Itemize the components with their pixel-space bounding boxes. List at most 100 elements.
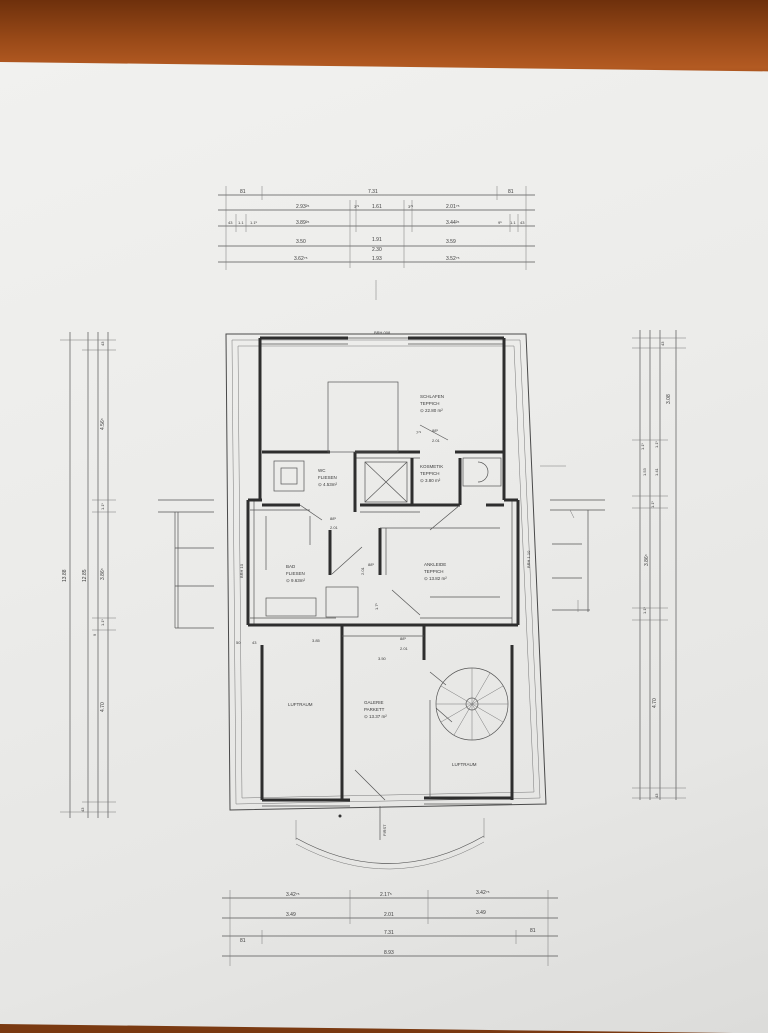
room-galerie-name: GALERIE (364, 700, 384, 705)
dim-top-r4-b: 1.91 (372, 237, 382, 243)
room-bad-floor: FLIESEN (286, 571, 305, 576)
room-luftraum-right-name: LUFTRAUM (452, 762, 477, 767)
dim-top-r1-b: 7.31 (368, 189, 378, 195)
door-wc-a: 88⁵ (330, 516, 336, 521)
dim-right-p5: 1.41 (654, 467, 659, 476)
dim-right-p1: 43 (660, 341, 665, 346)
dim-top-r2-a: 2.93²⁵ (296, 204, 309, 210)
dim-left-sub: 12.85 (82, 569, 88, 582)
door-angl: 1.7⁵ (374, 602, 379, 610)
dim-top-small-e: 1.1 (510, 220, 516, 225)
dim-bot-r3-a: 81 (240, 938, 246, 944)
dim-top-r5-b: 1.93 (372, 256, 382, 262)
room-schlafen: SCHLAFEN TEPPICH ⊙ 22.80 m² (420, 394, 444, 413)
mid-row-c: 3.85 (312, 638, 321, 643)
axis-left: BRH 10 (239, 563, 244, 578)
dim-right-p9: 1.1⁵ (642, 606, 647, 614)
dim-bot-r2-a: 3.49 (286, 912, 296, 918)
dim-bot-r1-a: 3.42⁷⁵ (286, 892, 300, 898)
room-schlafen-area: ⊙ 22.80 m² (420, 408, 443, 413)
door-wc-b: 2.01 (330, 525, 339, 530)
dim-top-r2-b: 3⁷⁵ (354, 204, 360, 209)
room-ankleide-name: ANKLEIDE (424, 562, 446, 567)
dim-left-p4: 3.86⁵ (100, 568, 106, 580)
dim-top-r1-c: 81 (508, 189, 514, 195)
room-luftraum-left: LUFTRAUM (288, 702, 313, 707)
door-schlafen-b: 88⁵ (432, 428, 438, 433)
room-galerie-floor: PARKETT (364, 707, 385, 712)
dim-top-small-f: 43 (520, 220, 525, 225)
mid-row-d: 88⁵ (400, 636, 406, 641)
room-wc-floor: FLIESEN (318, 475, 337, 480)
dim-right-p3: 1.1⁵ (640, 442, 645, 450)
door-bad-a: 88⁵ (368, 562, 374, 567)
dim-top-r2-d: 3⁷⁵ (408, 204, 414, 209)
dim-left-p2: 4.56⁵ (100, 418, 106, 430)
room-luftraum-right: LUFTRAUM (452, 762, 477, 767)
top-dimension-chain: 81 7.31 81 2.93²⁵ 3⁷⁵ 1.61 3⁷⁵ 2.01⁷⁵ 43… (218, 186, 535, 300)
dim-bot-r2-b: 2.01 (384, 912, 394, 918)
dim-top-r1-a: 81 (240, 189, 246, 195)
dim-right-p6: 1.1⁵ (654, 440, 659, 448)
dim-top-r2-e: 2.01⁷⁵ (446, 204, 460, 210)
dim-right-p4: 1.53 (642, 467, 647, 476)
dim-right-p8: 3.86⁵ (644, 554, 650, 566)
door-schlafen-a: 7⁷⁵ (416, 430, 422, 435)
dim-left-p7: 4.70 (100, 702, 106, 712)
right-section-stub (540, 465, 605, 612)
room-wc-name: WC (318, 468, 326, 473)
room-schlafen-floor: TEPPICH (420, 401, 440, 406)
room-galerie: GALERIE PARKETT ⊙ 13.37 m² (364, 700, 387, 719)
dim-top-r3-b: 3.44²⁵ (446, 220, 459, 226)
dim-top-small-d: 9⁵ (498, 220, 502, 225)
dim-top-r5-a: 3.62⁷⁵ (294, 256, 308, 262)
dim-left-p5: 1.1⁵ (100, 618, 105, 626)
room-ankleide-area: ⊙ 13.82 m² (424, 576, 447, 581)
dim-top-r4-c: 3.59 (446, 239, 456, 245)
room-ankleide: ANKLEIDE TEPPICH ⊙ 13.82 m² (424, 562, 447, 581)
dim-bot-r3-c: 81 (530, 928, 536, 934)
door-schlafen-c: 2.01 (432, 438, 441, 443)
dim-left-p3: 1.1⁵ (100, 502, 105, 510)
mid-row-e: 2.01 (400, 646, 409, 651)
dim-left-p8: 43 (80, 807, 85, 812)
room-kosmetik-area: ⊙ 3.80 m² (420, 478, 441, 483)
dim-right-p11: 43 (654, 793, 659, 798)
bottom-dimension-chain: 3.42⁷⁵ 2.17⁵ 3.42⁷⁵ 3.49 2.01 3.49 81 7.… (222, 890, 558, 966)
fixtures (265, 381, 502, 801)
balcony-arc (295, 806, 485, 870)
door-bad-b: 2.01 (360, 566, 365, 575)
mid-row-a: 50 (236, 640, 241, 645)
room-bad: BAD FLIESEN ⊙ 9.63m² (286, 564, 306, 583)
axis-right: BRH 1.10 (526, 550, 531, 568)
room-kosmetik: KOSMETIK TEPPICH ⊙ 3.80 m² (420, 464, 443, 483)
left-section-stub (158, 499, 214, 629)
mid-row2: 3.50 (378, 656, 387, 661)
room-ankleide-floor: TEPPICH (424, 569, 444, 574)
dim-top-r4-a: 3.50 (296, 239, 306, 245)
dim-right-p7: 1.1⁵ (650, 500, 655, 508)
dim-bot-r3-b: 7.31 (384, 930, 394, 936)
dim-top-r2-c: 1.61 (372, 204, 382, 210)
first-label: FIRST (382, 824, 387, 836)
left-dimension-chain: 13.88 12.85 43 4.56⁵ 1.1⁵ 3.86⁵ 1.1⁵ 9 4… (60, 332, 116, 818)
dim-top-small-c: 1.1⁵ (250, 220, 258, 225)
dim-top-small-a: 43 (228, 220, 233, 225)
dim-right-p10: 4.70 (652, 698, 658, 708)
dim-left-p1: 43 (100, 341, 105, 346)
dim-left-p6: 9 (92, 633, 97, 636)
axis-top: BRH 008 (374, 330, 391, 335)
dim-right-p2: 3.08 (666, 394, 672, 404)
dim-bot-r4: 8.93 (384, 950, 394, 956)
room-bad-name: BAD (286, 564, 296, 569)
right-dimension-chain: 43 3.08 1.1⁵ 1.53 1.41 1.1⁵ 1.1⁵ 3.86⁵ 1… (632, 330, 686, 800)
dim-bot-r1-c: 3.42⁷⁵ (476, 890, 490, 896)
mid-row-b: 43 (252, 640, 257, 645)
building-outline (225, 333, 547, 811)
interior-walls (250, 450, 504, 800)
room-kosmetik-name: KOSMETIK (420, 464, 443, 469)
room-bad-area: ⊙ 9.63m² (286, 578, 306, 583)
dim-top-r3-a: 3.89²⁵ (296, 220, 309, 226)
room-wc: WC FLIESEN ⊙ 4.53m² (318, 468, 338, 487)
